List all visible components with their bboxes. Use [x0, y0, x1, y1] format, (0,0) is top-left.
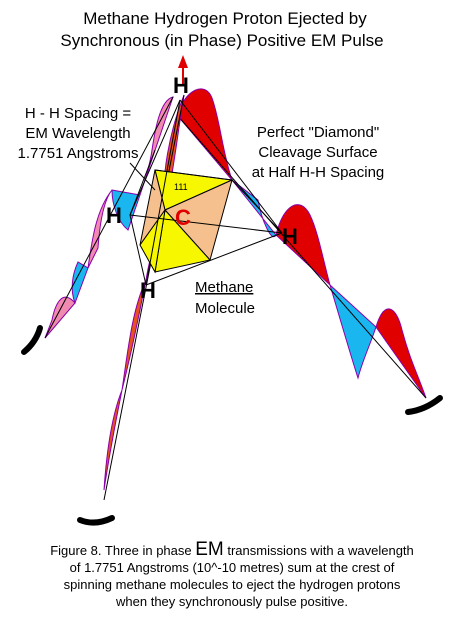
cleavage-line-2: Cleavage Surface	[258, 144, 377, 161]
cleavage-line-1: Perfect "Diamond"	[257, 124, 379, 141]
left-em-wave	[21, 96, 174, 355]
hh-spacing-label: H - H Spacing = EM Wavelength 1.7751 Ang…	[18, 105, 156, 191]
caption-line-2: of 1.7751 Angstroms (10^-10 metres) sum …	[70, 560, 395, 575]
title-line-1: Methane Hydrogen Proton Ejected by	[83, 9, 367, 28]
hydrogen-right: H	[282, 224, 298, 249]
molecule-label-line-1: Methane	[195, 279, 253, 296]
cleavage-surface-label: Perfect "Diamond" Cleavage Surface at Ha…	[252, 124, 385, 181]
face-index-label: 111	[174, 182, 188, 192]
hh-spacing-line-1: H - H Spacing =	[25, 105, 132, 122]
title-line-2: Synchronous (in Phase) Positive EM Pulse	[60, 31, 383, 50]
hydrogen-left: H	[106, 203, 122, 228]
figure-caption: Figure 8. Three in phase EM transmission…	[50, 539, 414, 609]
caption-line-1: Figure 8. Three in phase EM transmission…	[50, 539, 414, 560]
cleavage-face-bottom-left	[139, 209, 166, 274]
left-emitter-dish	[21, 325, 43, 355]
molecule-label-line-2: Molecule	[195, 300, 255, 317]
hydrogen-bottom: H	[140, 278, 156, 303]
caption-line-3: spinning methane molecules to eject the …	[64, 577, 401, 592]
carbon-atom: C	[175, 205, 191, 230]
arrow-head	[178, 55, 188, 68]
caption-line-4: when they synchronously pulse positive.	[115, 594, 348, 609]
hh-spacing-line-3: 1.7751 Angstroms	[18, 145, 139, 162]
methane-molecule-label: Methane Molecule	[195, 279, 255, 317]
methane-molecule: 111 C	[129, 99, 283, 286]
cleavage-line-3: at Half H-H Spacing	[252, 164, 385, 181]
right-emitter-dish	[405, 395, 443, 415]
hh-spacing-line-2: EM Wavelength	[25, 125, 130, 142]
hydrogen-top: H	[173, 73, 189, 98]
right-em-wave	[176, 88, 443, 415]
bottom-emitter-dish	[77, 515, 115, 526]
